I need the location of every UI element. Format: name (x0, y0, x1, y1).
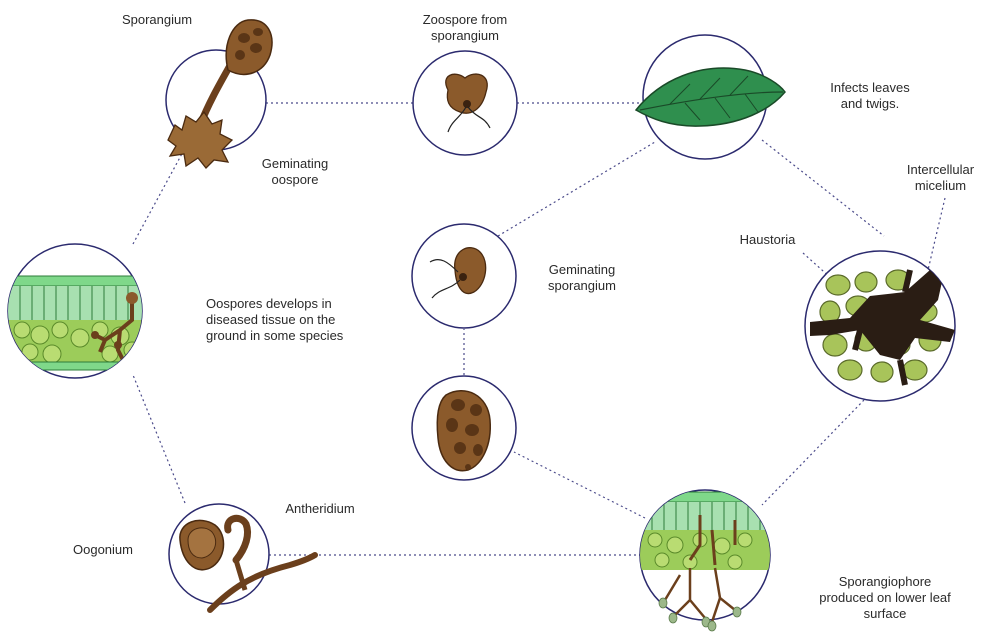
oospore-tissue-illustration (8, 244, 148, 384)
label-sporangium: Sporangium (112, 12, 202, 28)
label-sporangiophore: Sporangiophore produced on lower leaf su… (800, 574, 970, 622)
label-germinating-oospore: Geminating oospore (250, 156, 340, 188)
sporangium-large-illustration (412, 376, 516, 480)
label-intercellular-micelium: Intercellular micelium (893, 162, 988, 194)
label-zoospore: Zoospore from sporangium (405, 12, 525, 44)
label-germinating-sporangium: Geminating sporangium (532, 262, 632, 294)
sporangiophore-illustration (640, 490, 770, 631)
sporangium-illustration (166, 20, 272, 168)
label-oogonium: Oogonium (58, 542, 148, 558)
label-haustoria: Haustoria (725, 232, 810, 248)
label-oospores-develop: Oospores develops in diseased tissue on … (206, 296, 386, 344)
germinating-sporangium-illustration (412, 224, 516, 328)
label-antheridium: Antheridium (270, 501, 370, 517)
haustoria-illustration (805, 251, 955, 401)
label-infects-leaves: Infects leaves and twigs. (810, 80, 930, 112)
oogonium-antheridium-illustration (169, 504, 315, 610)
zoospore-illustration (413, 51, 517, 155)
